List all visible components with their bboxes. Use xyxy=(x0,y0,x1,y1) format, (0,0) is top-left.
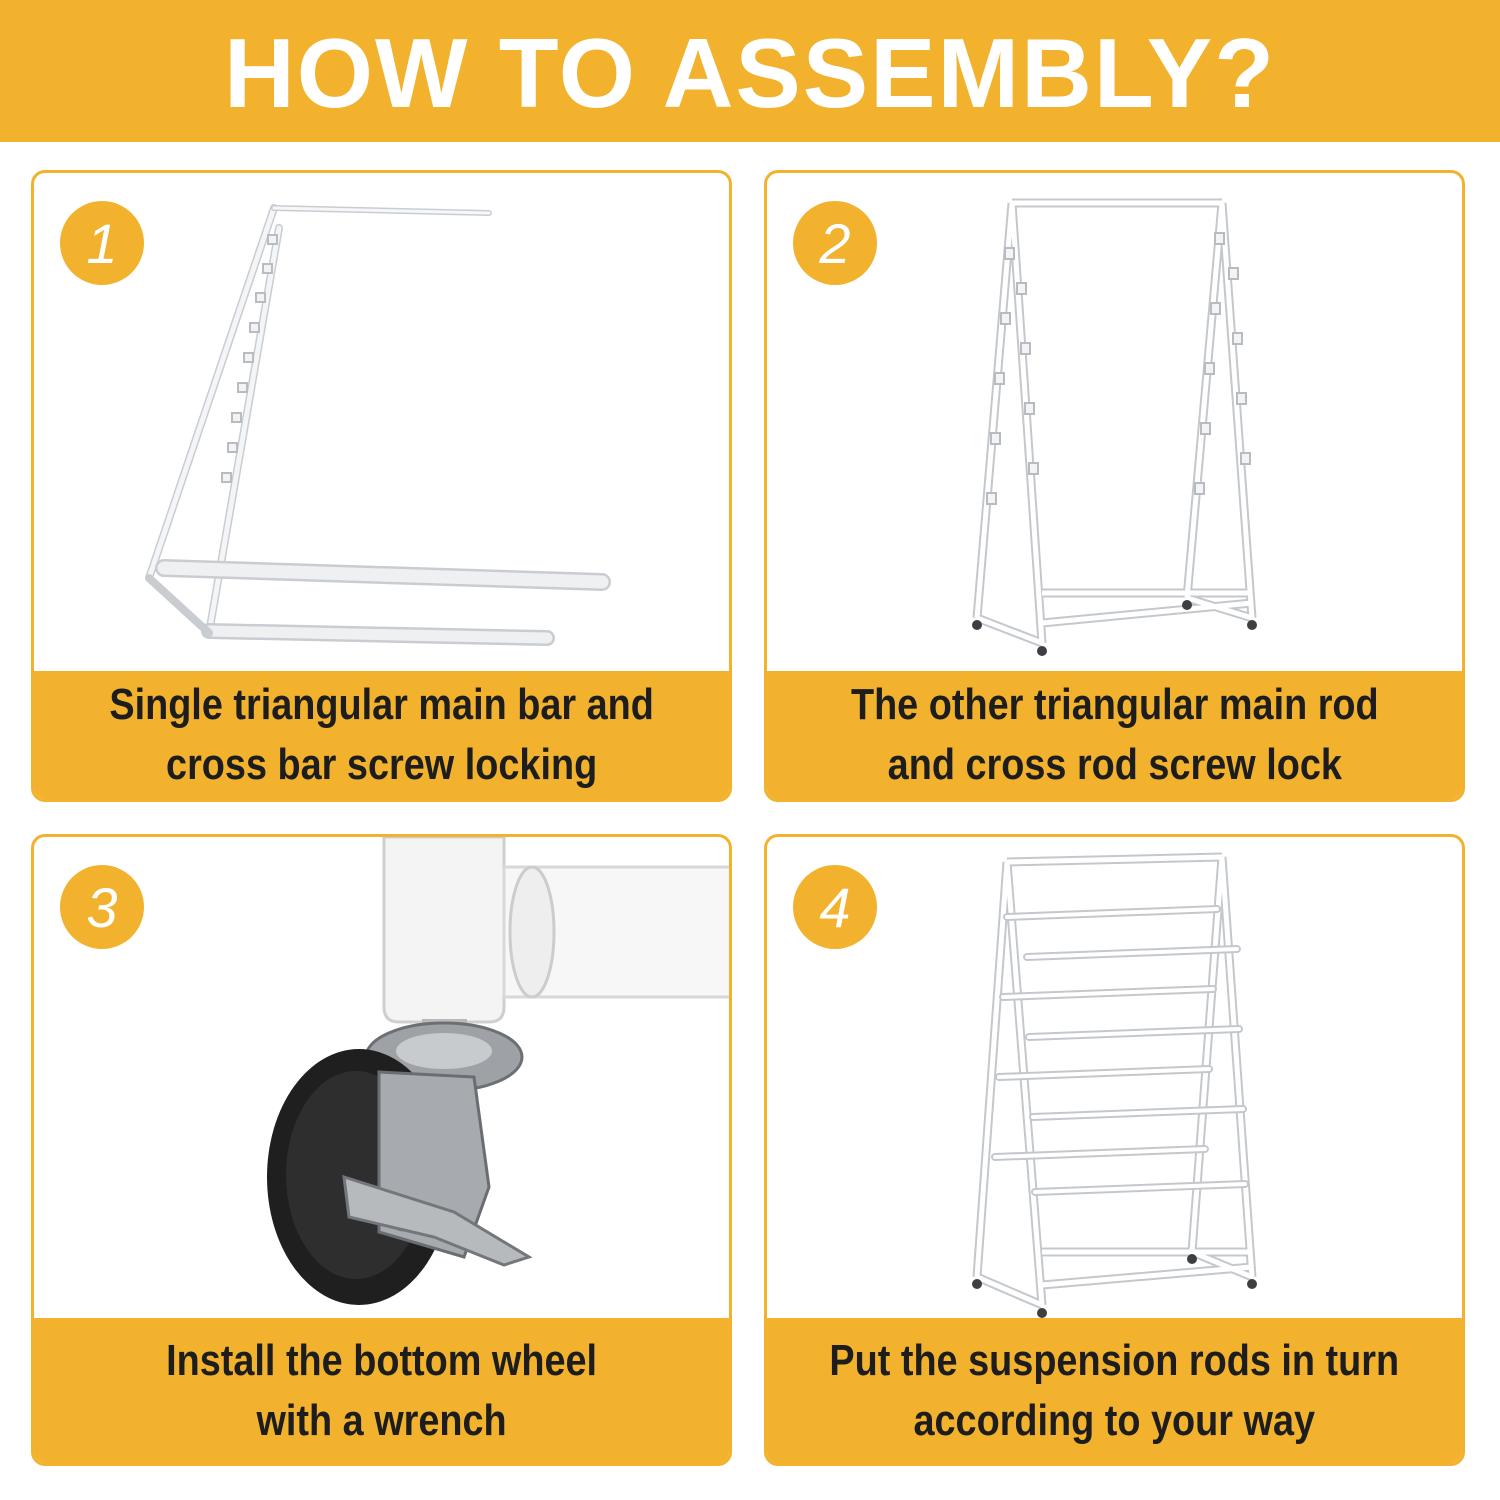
caption-line-1: Single triangular main bar and xyxy=(109,680,654,729)
step-4-rack-illustration xyxy=(972,852,1257,1318)
caption-line-2: and cross rod screw lock xyxy=(887,740,1342,789)
step-number: 3 xyxy=(86,875,118,939)
step-number-badge: 3 xyxy=(60,865,144,949)
step-number-badge: 2 xyxy=(793,201,877,285)
caption-line-2: with a wrench xyxy=(256,1395,507,1445)
step-2-frame-illustration xyxy=(972,198,1257,656)
caption-line-1: Put the suspension rods in turn xyxy=(829,1335,1400,1385)
caption-band: Put the suspension rods in turn accordin… xyxy=(767,1318,1462,1463)
caption-band: Single triangular main bar and cross bar… xyxy=(34,671,729,799)
step-number-badge: 1 xyxy=(60,201,144,285)
step-caption: The other triangular main rod and cross … xyxy=(851,675,1379,795)
caption-line-2: according to your way xyxy=(913,1395,1316,1445)
step-card-2: 2 xyxy=(764,170,1465,802)
header-banner: HOW TO ASSEMBLY? xyxy=(0,0,1500,142)
caption-line-1: Install the bottom wheel xyxy=(166,1335,597,1385)
page-title: HOW TO ASSEMBLY? xyxy=(223,18,1276,128)
step-caption: Install the bottom wheel with a wrench xyxy=(166,1331,597,1451)
step-number: 2 xyxy=(819,211,851,275)
step-card-3: 3 Install the bottom wheel with a wrench xyxy=(31,834,732,1466)
step-caption: Single triangular main bar and cross bar… xyxy=(109,675,654,795)
step-card-4: 4 Pu xyxy=(764,834,1465,1466)
caption-line-1: The other triangular main rod xyxy=(850,680,1379,729)
step-card-1: 1 Single triangular xyxy=(31,170,732,802)
step-number: 4 xyxy=(819,875,851,939)
step-number-badge: 4 xyxy=(793,865,877,949)
caption-band: The other triangular main rod and cross … xyxy=(767,671,1462,799)
step-number: 1 xyxy=(86,211,118,275)
step-1-frame-illustration xyxy=(145,204,611,646)
caption-line-2: cross bar screw locking xyxy=(165,740,598,789)
step-3-caster-wheel-illustration xyxy=(267,837,729,1305)
step-caption: Put the suspension rods in turn accordin… xyxy=(830,1331,1400,1451)
caption-band: Install the bottom wheel with a wrench xyxy=(34,1318,729,1463)
